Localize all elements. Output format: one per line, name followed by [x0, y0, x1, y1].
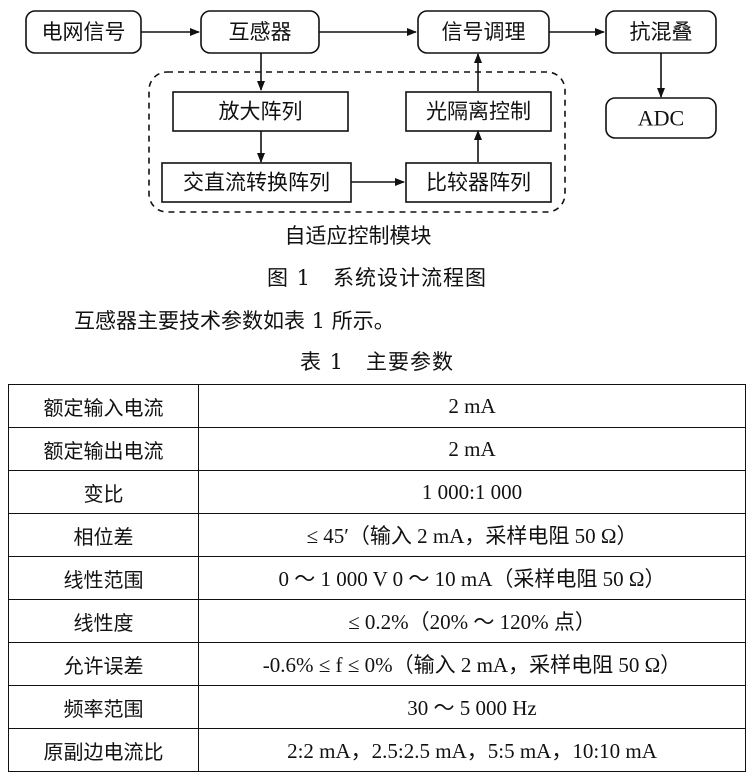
- adaptive-control-label: 自适应控制模块: [285, 224, 432, 248]
- node-anti-aliasing-box: [605, 10, 717, 54]
- node-grid-signal: 电网信号: [42, 20, 126, 44]
- param-value: ≤ 45′（输入 2 mA，采样电阻 50 Ω）: [198, 513, 746, 557]
- param-name: 相位差: [8, 513, 199, 557]
- param-name: 频率范围: [8, 685, 199, 729]
- table-row: 额定输入电流 2 mA: [8, 384, 746, 428]
- parameters-table: 额定输入电流 2 mA 额定输出电流 2 mA 变比 1 000:1 000 相…: [8, 384, 746, 772]
- node-signal-conditioning: 信号调理: [442, 20, 526, 44]
- node-amplifier-array-box: [172, 91, 349, 132]
- param-name: 变比: [8, 470, 199, 514]
- param-value: 2 mA: [198, 427, 746, 471]
- table-row: 频率范围 30 ～ 5 000 Hz: [8, 685, 746, 729]
- param-value: 2:2 mA，2.5:2.5 mA，5:5 mA，10:10 mA: [198, 728, 746, 772]
- figure-caption: 图 1 系统设计流程图: [266, 266, 488, 290]
- table-row: 允许误差 -0.6% ≤ f ≤ 0%（输入 2 mA，采样电阻 50 Ω）: [8, 642, 746, 686]
- table-row: 额定输出电流 2 mA: [8, 427, 746, 471]
- param-name: 线性范围: [8, 556, 199, 600]
- table-row: 线性度 ≤ 0.2%（20% ～ 120% 点）: [8, 599, 746, 643]
- node-grid-signal-box: [25, 10, 142, 54]
- param-name: 额定输入电流: [8, 384, 199, 428]
- param-name: 额定输出电流: [8, 427, 199, 471]
- param-name: 线性度: [8, 599, 199, 643]
- body-paragraph: 互感器主要技术参数如表 1 所示。: [74, 309, 395, 333]
- node-transformer: 互感器: [229, 20, 292, 44]
- node-comparator-array: 比较器阵列: [426, 171, 531, 195]
- node-optical-isolation-box: [405, 91, 552, 132]
- table-row: 线性范围 0 ～ 1 000 V 0 ～ 10 mA（采样电阻 50 Ω）: [8, 556, 746, 600]
- adaptive-control-region: [148, 71, 566, 213]
- node-signal-conditioning-box: [417, 10, 550, 54]
- table-row: 相位差 ≤ 45′（输入 2 mA，采样电阻 50 Ω）: [8, 513, 746, 557]
- system-flow-diagram: 电网信号 互感器 信号调理 抗混叠 ADC 放大阵列 光隔离控制 交直流转换阵列…: [25, 10, 717, 248]
- node-acdc-conversion-array: 交直流转换阵列: [183, 171, 330, 195]
- node-amplifier-array: 放大阵列: [219, 100, 303, 124]
- param-value: 2 mA: [198, 384, 746, 428]
- param-value: 30 ～ 5 000 Hz: [198, 685, 746, 729]
- node-transformer-box: [200, 10, 320, 54]
- param-name: 原副边电流比: [8, 728, 199, 772]
- node-adc-box: [605, 97, 717, 139]
- node-comparator-array-box: [405, 162, 552, 203]
- node-optical-isolation-control: 光隔离控制: [426, 100, 531, 124]
- param-value: 0 ～ 1 000 V 0 ～ 10 mA（采样电阻 50 Ω）: [198, 556, 746, 600]
- param-name: 允许误差: [8, 642, 199, 686]
- node-acdc-conversion-box: [161, 162, 352, 203]
- node-adc: ADC: [638, 106, 684, 131]
- table-row: 变比 1 000:1 000: [8, 470, 746, 514]
- table-row: 原副边电流比 2:2 mA，2.5:2.5 mA，5:5 mA，10:10 mA: [8, 728, 746, 772]
- param-value: -0.6% ≤ f ≤ 0%（输入 2 mA，采样电阻 50 Ω）: [198, 642, 746, 686]
- param-value: ≤ 0.2%（20% ～ 120% 点）: [198, 599, 746, 643]
- node-anti-aliasing: 抗混叠: [630, 20, 693, 44]
- param-value: 1 000:1 000: [198, 470, 746, 514]
- table-caption: 表 1 主要参数: [299, 350, 455, 374]
